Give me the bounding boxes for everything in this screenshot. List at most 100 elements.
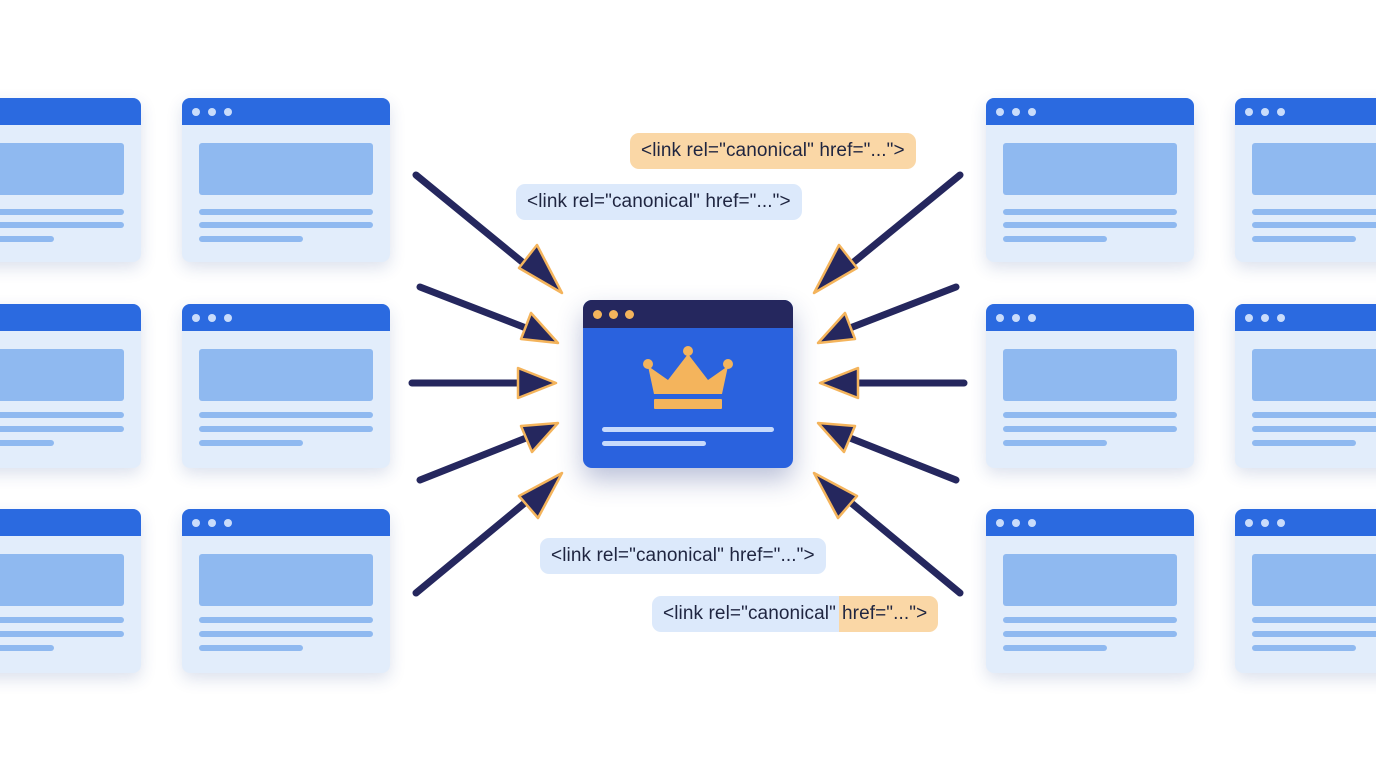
arrow bbox=[408, 366, 558, 400]
arrow bbox=[416, 283, 560, 345]
window-dots-icon bbox=[208, 519, 216, 527]
window-dots-icon bbox=[1245, 108, 1253, 116]
window-dots-icon bbox=[1012, 108, 1020, 116]
window-dots-icon bbox=[192, 108, 200, 116]
browser-header bbox=[0, 98, 141, 125]
duplicate-page bbox=[1235, 98, 1376, 262]
text-line bbox=[1252, 209, 1376, 215]
browser-header bbox=[986, 98, 1194, 125]
duplicate-page bbox=[0, 304, 141, 468]
text-line bbox=[1003, 209, 1177, 215]
window-dots-icon bbox=[1012, 519, 1020, 527]
text-line bbox=[1003, 617, 1177, 623]
browser-header bbox=[1235, 509, 1376, 536]
browser-header bbox=[1235, 98, 1376, 125]
browser-header bbox=[986, 304, 1194, 331]
window-dots-icon bbox=[1261, 314, 1269, 322]
text-line bbox=[199, 236, 303, 242]
text-line bbox=[1003, 412, 1177, 418]
window-dots-icon bbox=[208, 108, 216, 116]
arrow bbox=[818, 366, 968, 400]
text-line bbox=[199, 617, 373, 623]
window-dots-icon bbox=[224, 108, 232, 116]
window-dots-icon bbox=[1028, 314, 1036, 322]
image-placeholder bbox=[1252, 143, 1376, 195]
image-placeholder bbox=[199, 143, 373, 195]
arrow bbox=[816, 421, 960, 484]
text-line bbox=[1003, 236, 1107, 242]
window-dots-icon bbox=[996, 314, 1004, 322]
duplicate-page bbox=[0, 509, 141, 673]
window-dots-icon bbox=[1028, 519, 1036, 527]
canonical-page bbox=[583, 300, 793, 468]
canonical-tag-text: <link rel="canonical" href="..."> bbox=[551, 545, 815, 566]
text-line bbox=[1003, 426, 1177, 432]
text-line bbox=[602, 427, 774, 432]
image-placeholder bbox=[1252, 554, 1376, 606]
window-dots-icon bbox=[224, 314, 232, 322]
canonical-tag: <link rel="canonical"href="..."> bbox=[652, 596, 939, 632]
window-dots-icon bbox=[208, 314, 216, 322]
text-line bbox=[199, 412, 373, 418]
duplicate-page bbox=[1235, 509, 1376, 673]
arrow bbox=[412, 471, 564, 597]
text-line bbox=[1003, 645, 1107, 651]
text-line bbox=[199, 209, 373, 215]
text-line bbox=[199, 426, 373, 432]
text-line bbox=[0, 617, 124, 623]
text-line bbox=[1252, 645, 1356, 651]
text-line bbox=[1003, 222, 1177, 228]
window-dots-icon bbox=[1028, 108, 1036, 116]
arrow bbox=[416, 421, 560, 484]
arrow bbox=[412, 171, 564, 295]
canonical-tag-href: href="..."> bbox=[838, 596, 939, 632]
browser-header bbox=[1235, 304, 1376, 331]
canonical-tag-text: <link rel="canonical" href="..."> bbox=[641, 140, 905, 161]
text-line bbox=[199, 440, 303, 446]
text-line bbox=[1252, 412, 1376, 418]
text-line bbox=[199, 222, 373, 228]
image-placeholder bbox=[1003, 349, 1177, 401]
text-line bbox=[1003, 440, 1107, 446]
window-dots-icon bbox=[1261, 519, 1269, 527]
image-placeholder bbox=[1003, 143, 1177, 195]
canonical-tag-text: <link rel="canonical" href="..."> bbox=[527, 191, 791, 212]
image-placeholder bbox=[1003, 554, 1177, 606]
text-line bbox=[1252, 426, 1376, 432]
duplicate-page bbox=[1235, 304, 1376, 468]
browser-header bbox=[182, 509, 390, 536]
text-line bbox=[1252, 236, 1356, 242]
browser-header bbox=[0, 509, 141, 536]
text-line bbox=[199, 645, 303, 651]
window-dots-icon bbox=[192, 519, 200, 527]
browser-header bbox=[182, 304, 390, 331]
text-line bbox=[1252, 617, 1376, 623]
browser-header bbox=[986, 509, 1194, 536]
duplicate-page bbox=[182, 98, 390, 262]
window-dots-icon bbox=[1012, 314, 1020, 322]
text-line bbox=[0, 412, 124, 418]
arrow bbox=[816, 283, 960, 345]
image-placeholder bbox=[0, 143, 124, 195]
window-dots-icon bbox=[1261, 108, 1269, 116]
arrow bbox=[812, 171, 964, 295]
canonical-tag: <link rel="canonical" href="..."> bbox=[516, 184, 802, 220]
duplicate-page bbox=[986, 304, 1194, 468]
canonical-tag: <link rel="canonical" href="..."> bbox=[540, 538, 826, 574]
image-placeholder bbox=[0, 554, 124, 606]
window-dots-icon bbox=[1277, 519, 1285, 527]
window-dots-icon bbox=[1277, 108, 1285, 116]
text-line bbox=[0, 426, 124, 432]
duplicate-page bbox=[0, 98, 141, 262]
duplicate-page bbox=[182, 304, 390, 468]
text-line bbox=[1003, 631, 1177, 637]
duplicate-page bbox=[986, 98, 1194, 262]
text-line bbox=[0, 631, 124, 637]
canonical-tag-text: <link rel="canonical" bbox=[652, 596, 839, 632]
image-placeholder bbox=[199, 349, 373, 401]
text-line bbox=[199, 631, 373, 637]
image-placeholder bbox=[0, 349, 124, 401]
window-dots-icon bbox=[593, 310, 602, 319]
